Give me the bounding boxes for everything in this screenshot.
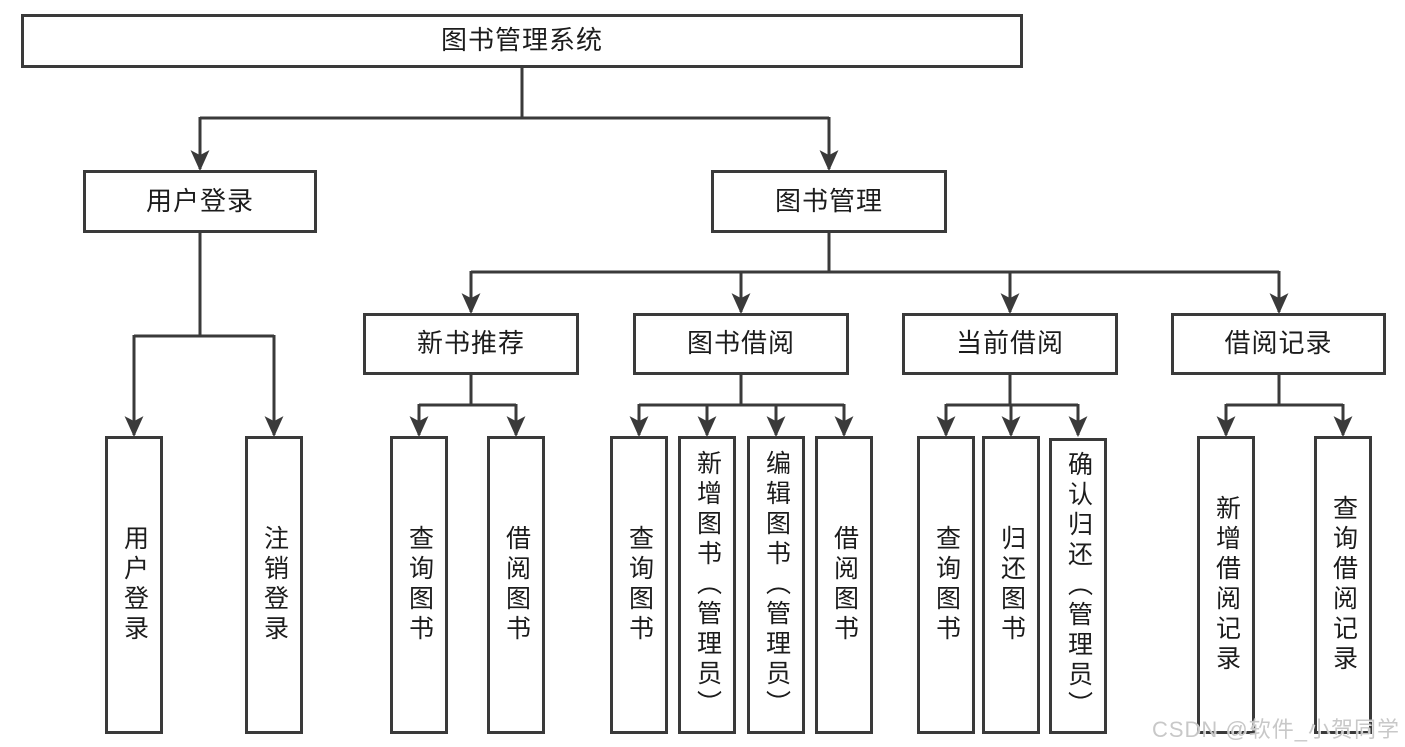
leaf-confirm-return-admin-label: 确认归还（管理员） — [1064, 451, 1093, 721]
leaf-user-login: 用户登录 — [105, 436, 163, 734]
node-book-management: 图书管理 — [711, 170, 947, 233]
leaf-borrow-books-recommend: 借阅图书 — [487, 436, 545, 734]
leaf-query-borrow-record-label: 查询借阅记录 — [1329, 495, 1358, 675]
node-borrow-records: 借阅记录 — [1171, 313, 1386, 375]
node-user-login: 用户登录 — [83, 170, 317, 233]
leaf-query-books-current: 查询图书 — [917, 436, 975, 734]
leaf-return-books: 归还图书 — [982, 436, 1040, 734]
leaf-confirm-return-admin: 确认归还（管理员） — [1049, 438, 1107, 734]
leaf-query-books-recommend: 查询图书 — [390, 436, 448, 734]
leaf-borrow-books-borrow-label: 借阅图书 — [830, 525, 859, 645]
node-current-borrow: 当前借阅 — [902, 313, 1118, 375]
node-user-login-label: 用户登录 — [145, 185, 254, 216]
node-root-label: 图书管理系统 — [440, 25, 603, 56]
node-new-book-recommend: 新书推荐 — [363, 313, 579, 375]
leaf-borrow-books-borrow: 借阅图书 — [815, 436, 873, 734]
leaf-query-books-current-label: 查询图书 — [932, 525, 961, 645]
leaf-logout: 注销登录 — [245, 436, 303, 734]
leaf-query-books-recommend-label: 查询图书 — [405, 525, 434, 645]
node-root: 图书管理系统 — [21, 14, 1023, 68]
connector-arrows — [124, 117, 1353, 438]
leaf-query-books-borrow: 查询图书 — [610, 436, 668, 734]
connector-lines — [134, 67, 1343, 407]
leaf-query-borrow-record: 查询借阅记录 — [1314, 436, 1372, 734]
leaf-query-books-borrow-label: 查询图书 — [625, 525, 654, 645]
node-book-borrow: 图书借阅 — [633, 313, 849, 375]
leaf-edit-books-admin-label: 编辑图书（管理员） — [762, 450, 791, 720]
node-new-book-recommend-label: 新书推荐 — [416, 328, 525, 359]
leaf-return-books-label: 归还图书 — [997, 525, 1026, 645]
leaf-user-login-label: 用户登录 — [120, 525, 149, 645]
node-current-borrow-label: 当前借阅 — [955, 328, 1064, 359]
leaf-logout-label: 注销登录 — [260, 525, 289, 645]
leaf-borrow-books-recommend-label: 借阅图书 — [502, 525, 531, 645]
leaf-add-books-admin-label: 新增图书（管理员） — [693, 450, 722, 720]
leaf-add-borrow-record-label: 新增借阅记录 — [1212, 495, 1241, 675]
leaf-add-books-admin: 新增图书（管理员） — [678, 436, 736, 734]
leaf-edit-books-admin: 编辑图书（管理员） — [747, 436, 805, 734]
node-borrow-records-label: 借阅记录 — [1224, 328, 1333, 359]
node-book-management-label: 图书管理 — [774, 185, 883, 216]
node-book-borrow-label: 图书借阅 — [686, 328, 795, 359]
leaf-add-borrow-record: 新增借阅记录 — [1197, 436, 1255, 734]
